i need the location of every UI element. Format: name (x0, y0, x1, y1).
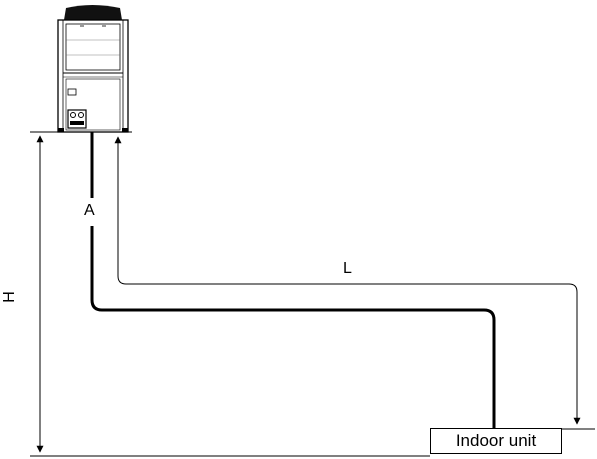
outdoor-unit (57, 5, 129, 133)
pipe-a-label: A (84, 202, 95, 219)
indoor-unit-label: Indoor unit (455, 431, 537, 450)
service-valves (67, 109, 87, 129)
nameplate (67, 88, 77, 96)
height-label: H (0, 291, 18, 303)
refrigerant-pipe (90, 132, 496, 428)
indoor-unit-box: Indoor unit (430, 428, 562, 454)
fan-cover (64, 5, 122, 20)
length-label: L (343, 260, 352, 277)
length-dimension-path (114, 136, 581, 425)
